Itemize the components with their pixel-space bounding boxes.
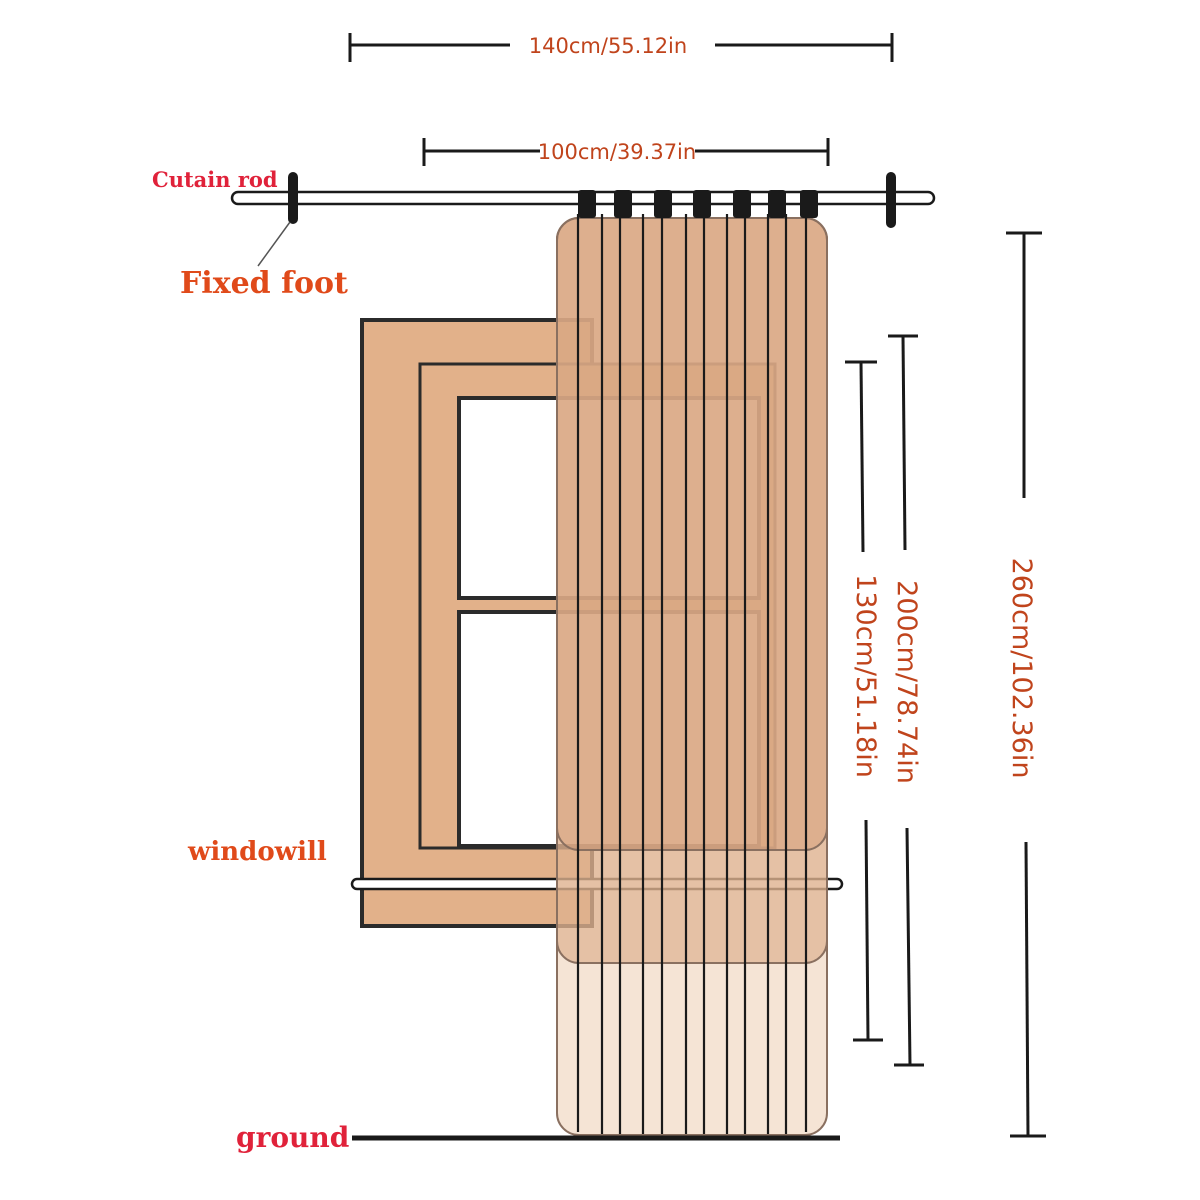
height-200-label: 200cm/78.74in bbox=[891, 580, 922, 784]
curtain-pleats bbox=[576, 214, 808, 1134]
fixed-foot-label: Fixed foot bbox=[180, 266, 348, 301]
height-260-dimension bbox=[1006, 231, 1046, 1138]
windowsill-label: windowill bbox=[187, 837, 327, 867]
ground-label: ground bbox=[236, 1121, 349, 1154]
fixed-foot-pointer bbox=[257, 221, 291, 267]
rod-width-dimension bbox=[348, 33, 894, 62]
curtain-width-dimension bbox=[422, 138, 830, 166]
curtain-tabs bbox=[578, 190, 818, 218]
curtain-width-label: 100cm/39.37in bbox=[538, 140, 696, 164]
curtain bbox=[556, 214, 828, 1136]
curtain-rod-label: Cutain rod bbox=[152, 167, 278, 192]
height-260-label: 260cm/102.36in bbox=[1006, 558, 1037, 779]
fixed-foot-right bbox=[886, 172, 896, 228]
height-130-dimension bbox=[845, 360, 883, 1042]
height-130-label: 130cm/51.18in bbox=[850, 574, 881, 778]
rod-width-label: 140cm/55.12in bbox=[529, 34, 687, 58]
height-200-dimension bbox=[888, 334, 924, 1067]
curtain-short-panel bbox=[556, 217, 828, 851]
fixed-foot-left bbox=[288, 172, 298, 224]
